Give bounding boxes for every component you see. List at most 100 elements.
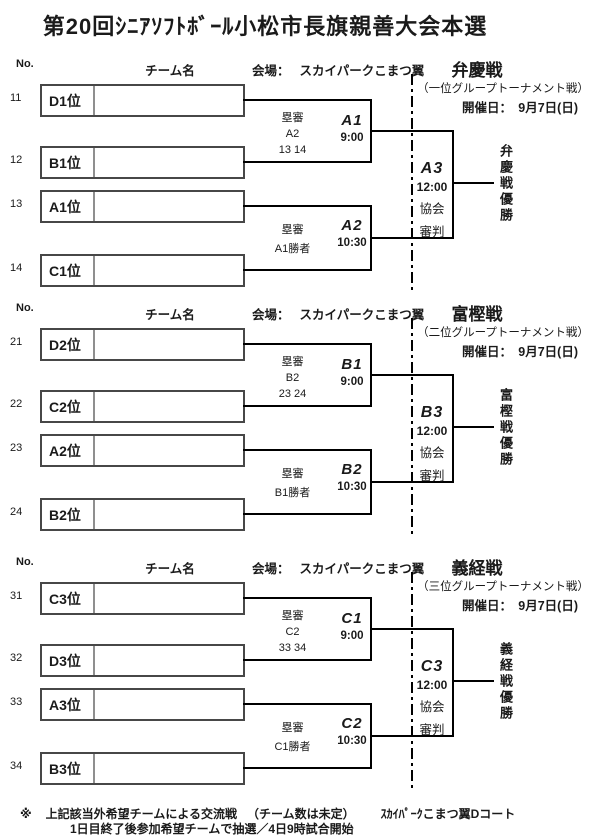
column-header-team-name: チーム名 (145, 562, 195, 576)
judge-line: 審判 (419, 469, 445, 483)
column-header-no: No. (16, 302, 34, 314)
entry-number: 32 (10, 652, 23, 664)
team-box: A3位 (40, 688, 245, 721)
seed-label: B2位 (42, 500, 95, 529)
bracket-line (243, 767, 372, 769)
bracket-togashi: No. チーム名 会場：スカイパークこまつ翼 富樫戦 （二位グループトーナメント… (0, 302, 600, 536)
page-title: 第20回ｼﾆｱｿﾌﾄﾎﾞｰﾙ小松市長旗親善大会本選 (42, 14, 488, 39)
team-box: B3位 (40, 752, 245, 785)
bracket-line (243, 513, 372, 515)
semi1-match: B1 9:00 (327, 356, 377, 388)
bracket-line (452, 680, 494, 682)
team-name-cell (95, 584, 243, 613)
seed-label: A1位 (42, 192, 95, 221)
bracket-line (243, 343, 372, 345)
team-name-cell (95, 500, 243, 529)
team-row: 13 A1位 (0, 190, 245, 223)
team-name-cell (95, 690, 243, 719)
match-code: A3 (420, 160, 444, 177)
team-box: D1位 (40, 84, 245, 117)
entry-number: 31 (10, 590, 23, 602)
entry-number: 13 (10, 198, 23, 210)
entry-number: 24 (10, 506, 23, 518)
team-name-cell (95, 436, 243, 465)
venue: 会場：スカイパークこまつ翼 (252, 60, 424, 79)
match-code: B1 (341, 356, 363, 373)
footnote-team-count: （チーム数は未定） (246, 807, 355, 821)
match-code: B3 (420, 404, 444, 421)
semi2-umpire-info: 塁審 A1勝者 (250, 221, 335, 259)
entry-number: 23 (10, 442, 23, 454)
seed-label: C2位 (42, 392, 95, 421)
tournament-subtitle: （三位グループトーナメント戦） (417, 581, 589, 593)
tournament-name: 弁慶戦 (451, 61, 503, 80)
semi1-match: A1 9:00 (327, 112, 377, 144)
team-name-cell (95, 392, 243, 421)
semi2-umpire-info: 塁審 B1勝者 (250, 465, 335, 503)
umpire-team: C1勝者 (274, 741, 311, 753)
match-time: 12:00 (416, 424, 448, 438)
match-time: 10:30 (337, 481, 367, 493)
bracket-benkei: No. チーム名 会場：スカイパークこまつ翼 弁慶戦 （一位グループトーナメント… (0, 58, 600, 292)
team-box: C3位 (40, 582, 245, 615)
team-name-cell (95, 192, 243, 221)
team-row: 34 B3位 (0, 752, 245, 785)
semi1-umpire-info: 塁審 C2 33 34 (255, 608, 330, 656)
seed-label: B1位 (42, 148, 95, 177)
seed-label: D2位 (42, 330, 95, 359)
semi1-match: C1 9:00 (327, 610, 377, 642)
entry-number: 22 (10, 398, 23, 410)
bracket-line (452, 374, 454, 483)
divider-dash-line (411, 74, 413, 292)
umpire-team: A2 (285, 128, 300, 140)
seed-label: C1位 (42, 256, 95, 285)
bracket-line (243, 269, 372, 271)
team-box: C1位 (40, 254, 245, 287)
match-time: 9:00 (340, 630, 364, 642)
semi1-umpire-info: 塁審 B2 23 24 (255, 354, 330, 402)
umpire-label: 塁審 (281, 468, 304, 480)
venue: 会場：スカイパークこまつ翼 (252, 558, 424, 577)
umpire-label: 塁審 (281, 722, 304, 734)
match-code: B2 (341, 461, 363, 478)
entry-number: 14 (10, 262, 23, 274)
match-code: A2 (341, 217, 363, 234)
champion-label: 富樫戦優勝 (498, 388, 513, 468)
umpire-team: B2 (285, 372, 300, 384)
bracket-line (243, 161, 372, 163)
seed-label: A2位 (42, 436, 95, 465)
entry-number: 21 (10, 336, 23, 348)
venue-label: 会場： (252, 64, 290, 78)
tournament-date: 開催日： 9月7日(日) (462, 345, 578, 359)
team-name-cell (95, 330, 243, 359)
entry-number: 12 (10, 154, 23, 166)
game-numbers: 33 34 (278, 642, 307, 654)
umpire-label: 塁審 (281, 112, 304, 124)
venue-label: 会場： (252, 308, 290, 322)
entry-number: 33 (10, 696, 23, 708)
column-header-team-name: チーム名 (145, 308, 195, 322)
bracket-line (452, 182, 494, 184)
team-box: B1位 (40, 146, 245, 179)
team-name-cell (95, 754, 243, 783)
tournament-date: 開催日： 9月7日(日) (462, 101, 578, 115)
bracket-line (243, 597, 372, 599)
bracket-line (243, 449, 372, 451)
umpire-team: B1勝者 (274, 487, 311, 499)
team-row: 32 D3位 (0, 644, 245, 677)
team-row: 11 D1位 (0, 84, 245, 117)
match-time: 9:00 (340, 132, 364, 144)
umpire-label: 塁審 (281, 356, 304, 368)
team-name-cell (95, 646, 243, 675)
team-row: 31 C3位 (0, 582, 245, 615)
footnote-line2: 1日目終了後参加希望チームで抽選／4日9時試合開始 (70, 822, 354, 836)
team-box: B2位 (40, 498, 245, 531)
game-numbers: 23 24 (278, 388, 307, 400)
tournament-subtitle: （二位グループトーナメント戦） (417, 327, 589, 339)
match-code: C2 (341, 715, 363, 732)
seed-label: A3位 (42, 690, 95, 719)
team-name-cell (95, 148, 243, 177)
match-time: 10:30 (337, 735, 367, 747)
bracket-line (243, 703, 372, 705)
